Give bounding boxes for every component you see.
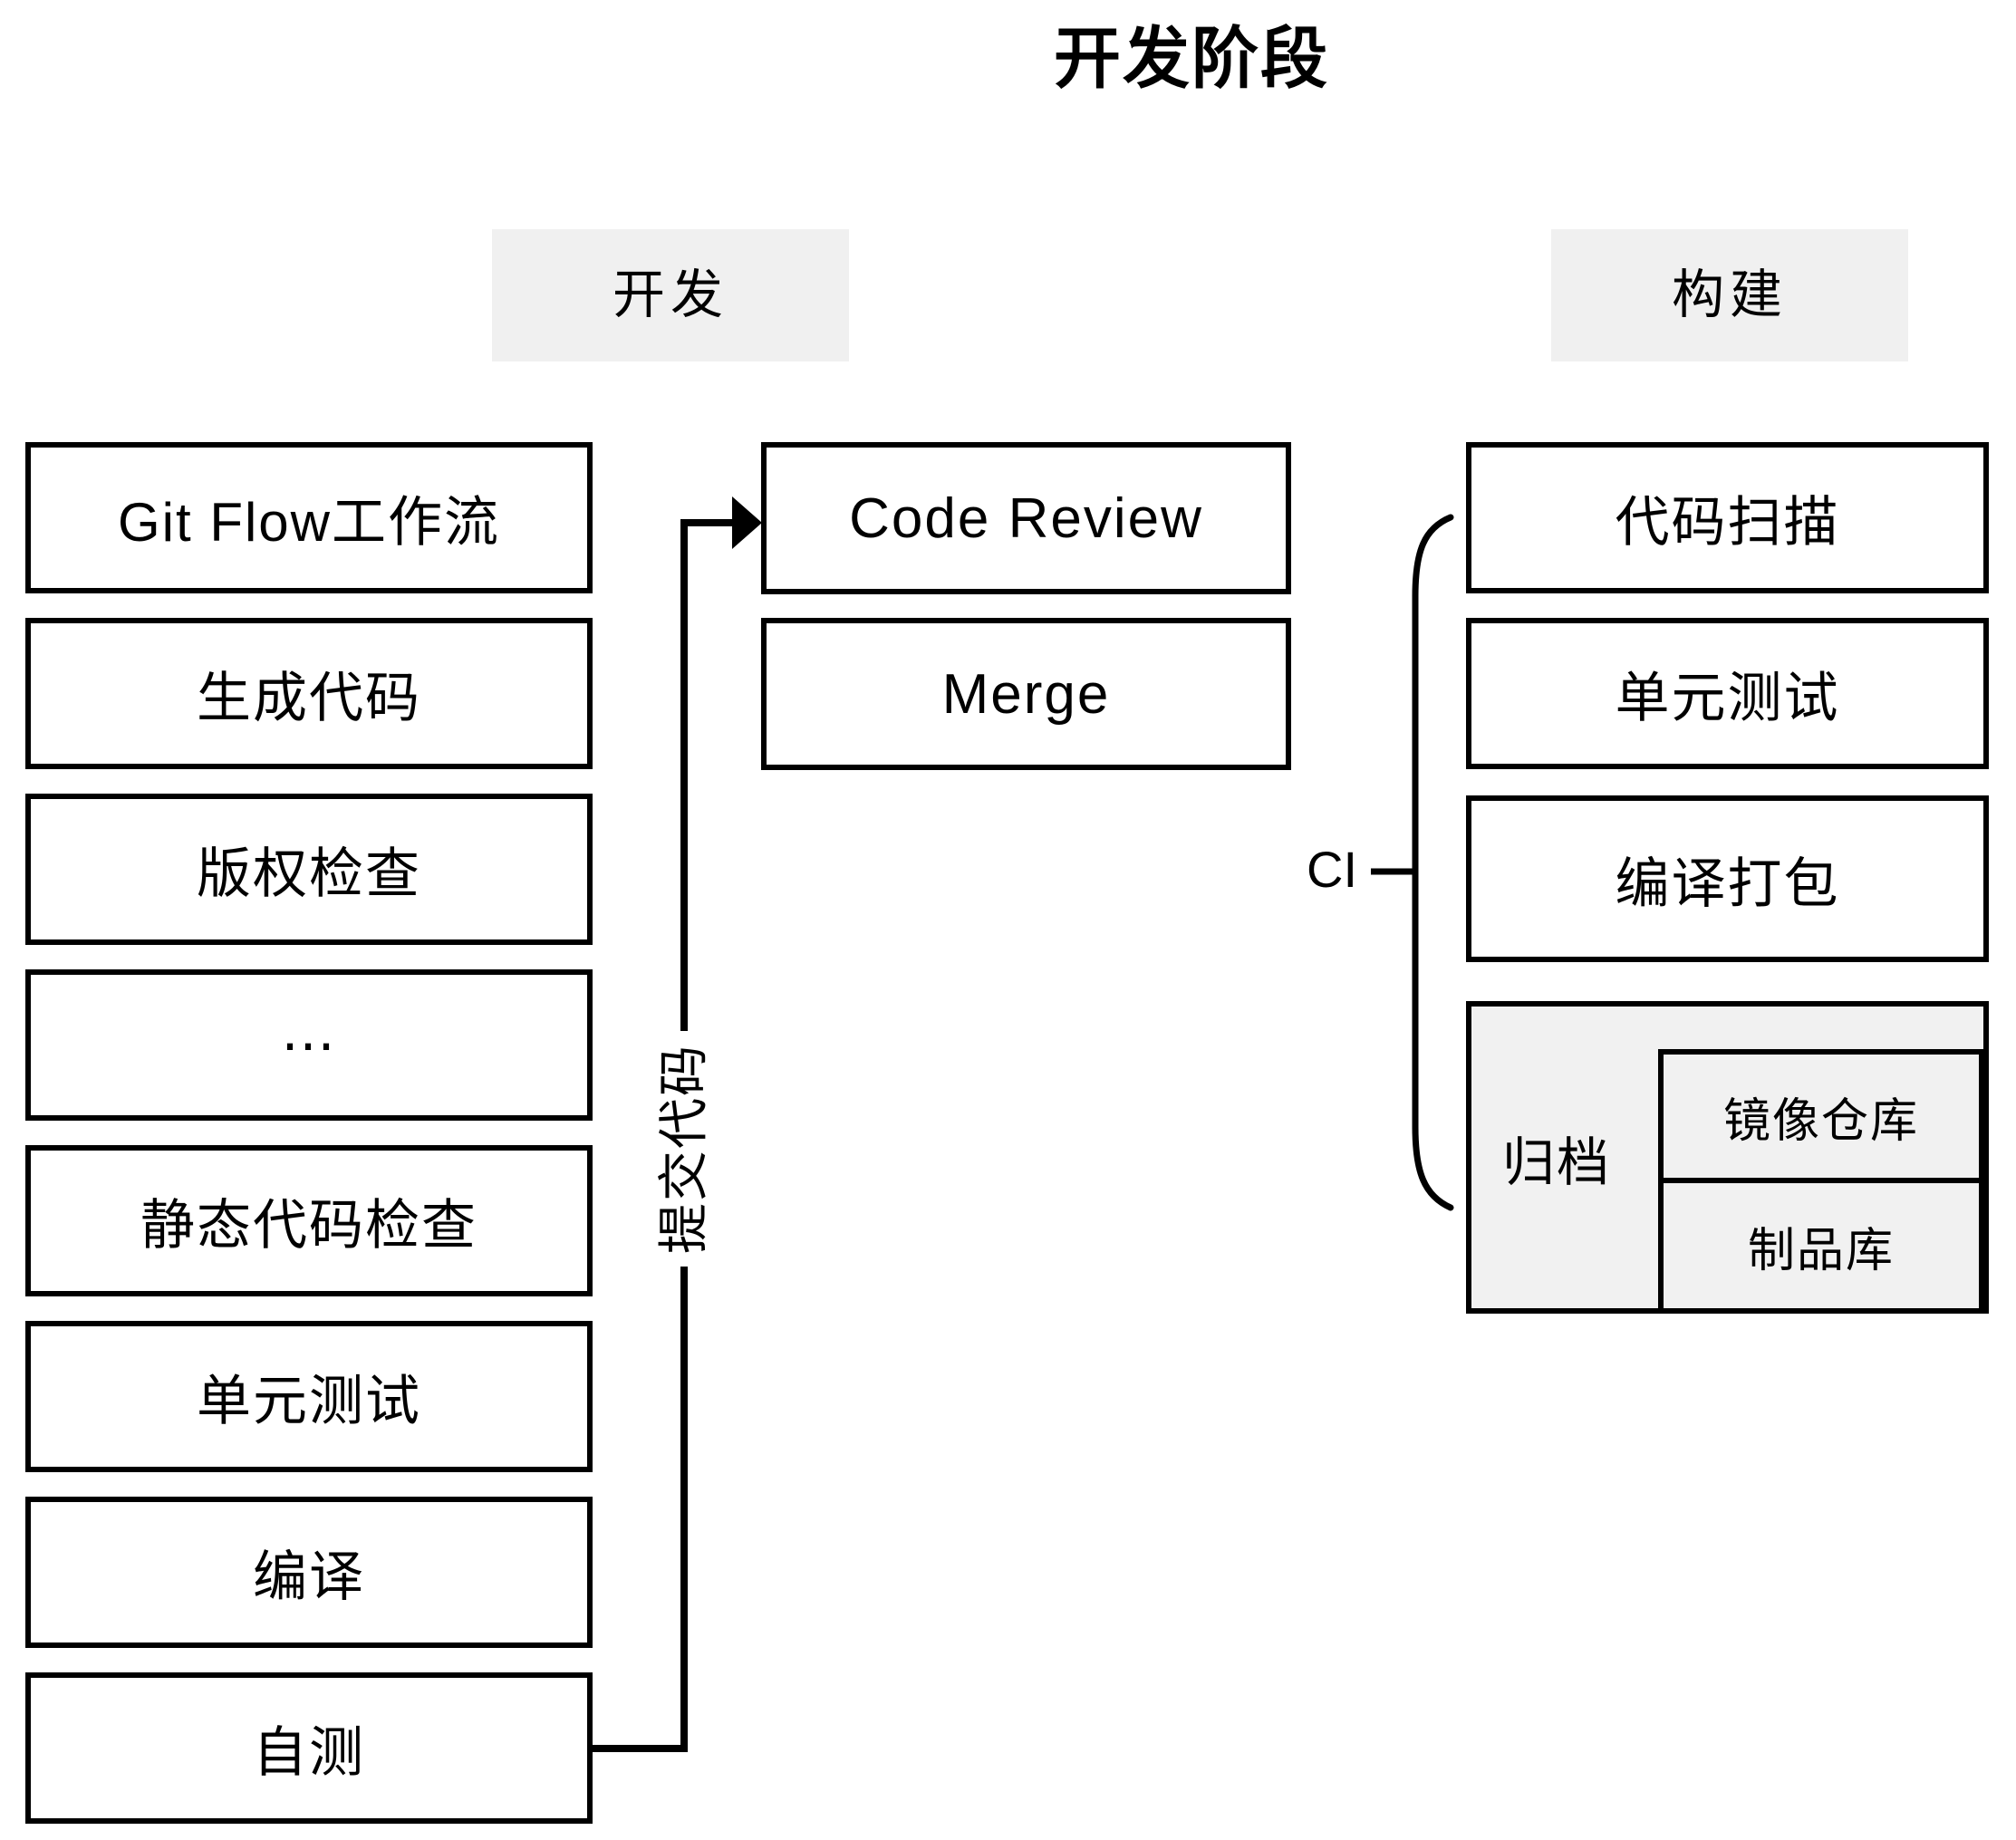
page-title: 开发阶段 xyxy=(1054,21,1329,96)
commit-arrowhead-icon xyxy=(732,496,762,549)
section-header-build: 构建 xyxy=(1551,229,1908,361)
archive-items: 镜像仓库 制品库 xyxy=(1658,1049,1984,1314)
archive-group-box: 归档 镜像仓库 制品库 xyxy=(1466,1001,1989,1314)
review-step-merge: Merge xyxy=(761,618,1291,770)
dev-step-static-analysis: 静态代码检查 xyxy=(25,1145,593,1296)
dev-step-self-test: 自测 xyxy=(25,1672,593,1824)
build-step-package: 编译打包 xyxy=(1466,795,1989,962)
ci-brace-icon xyxy=(1412,514,1454,1211)
dev-step-generate-code: 生成代码 xyxy=(25,618,593,769)
dev-step-unit-test: 单元测试 xyxy=(25,1321,593,1472)
archive-item-artifact-repo: 制品库 xyxy=(1658,1178,1984,1314)
ci-brace-label: CI xyxy=(1307,841,1357,898)
dev-step-gitflow: Git Flow工作流 xyxy=(25,442,593,593)
dev-step-copyright-check: 版权检查 xyxy=(25,794,593,945)
archive-label: 归档 xyxy=(1502,1132,1612,1192)
dev-step-ellipsis: ⋯ xyxy=(25,969,593,1121)
section-header-dev: 开发 xyxy=(492,229,849,361)
dev-step-compile: 编译 xyxy=(25,1497,593,1648)
build-step-code-scan: 代码扫描 xyxy=(1466,442,1989,593)
archive-item-image-registry: 镜像仓库 xyxy=(1658,1049,1984,1183)
build-step-unit-test: 单元测试 xyxy=(1466,618,1989,769)
review-step-code-review: Code Review xyxy=(761,442,1291,594)
commit-code-arrow-label: 提交代码 xyxy=(655,1031,713,1267)
